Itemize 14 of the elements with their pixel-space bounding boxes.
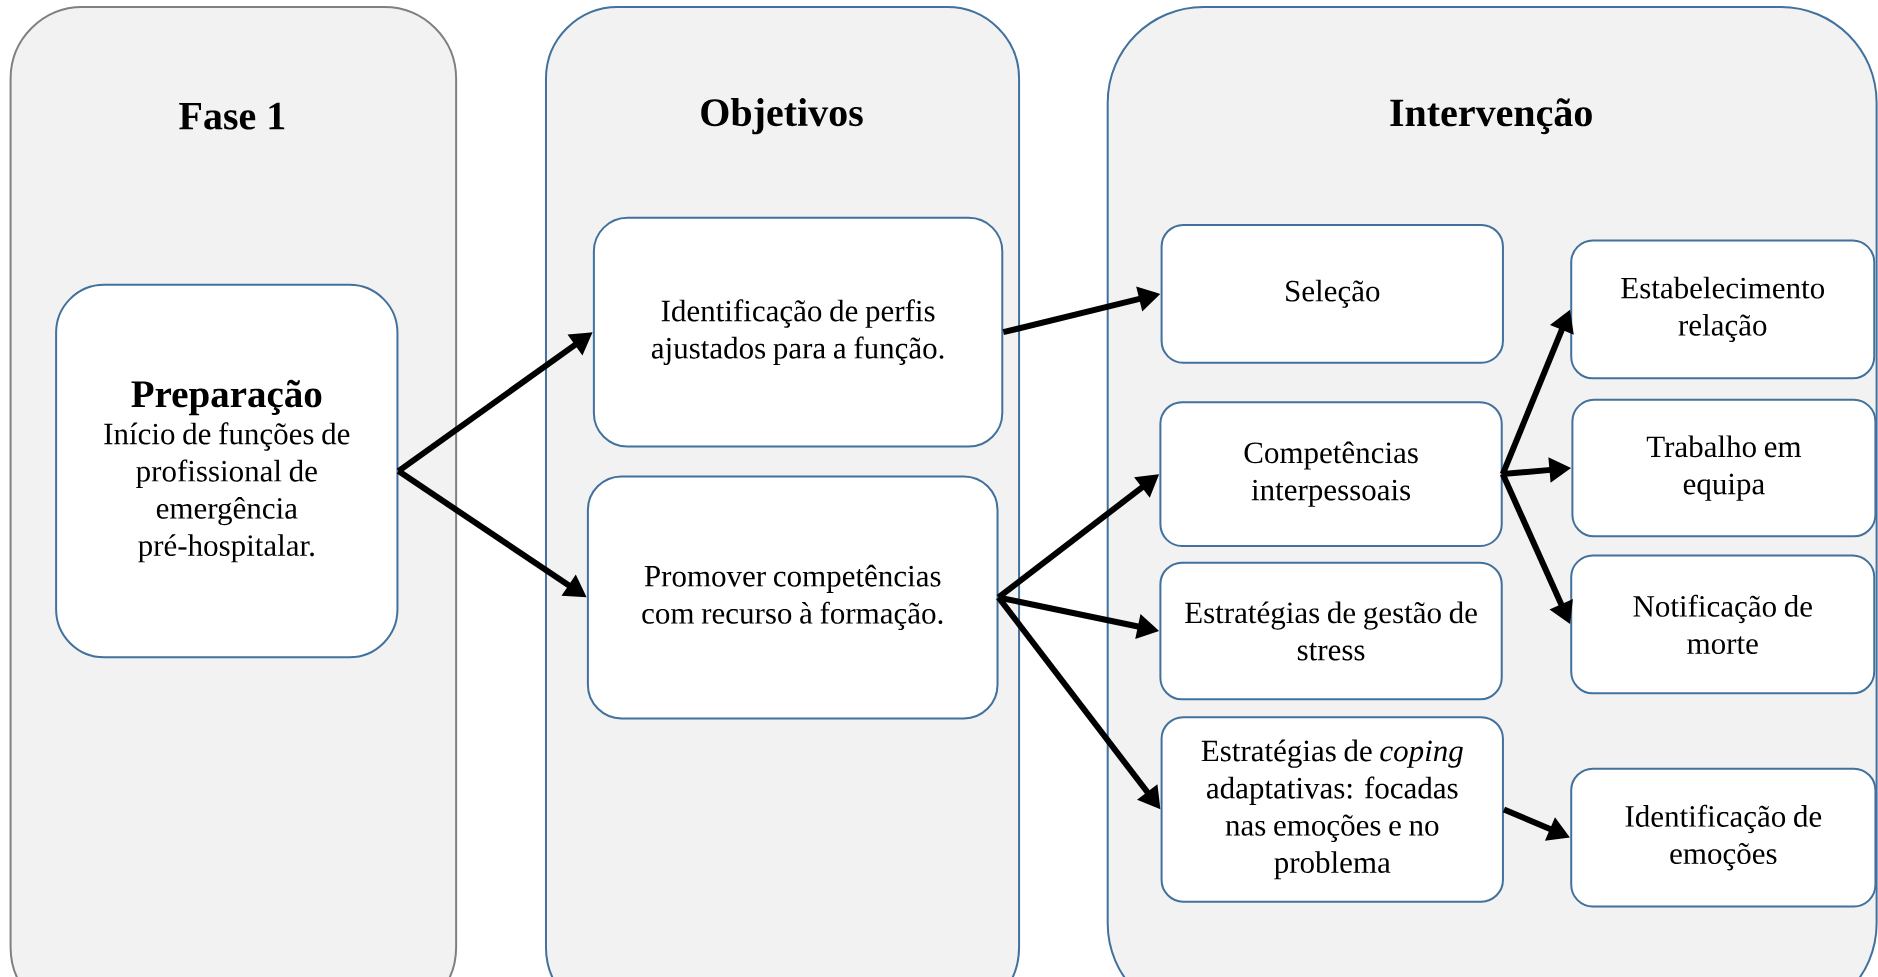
process-box: Trabalho em equipa — [1571, 398, 1877, 538]
panel-heading: Fase 1 — [179, 102, 285, 130]
process-box: Seleção — [1160, 223, 1504, 364]
process-box: Estabelecimento relação — [1570, 239, 1876, 380]
panel-heading: Intervenção — [1390, 98, 1592, 135]
process-box: Preparação Início de funções de profissional de emergência pré-hospitalar. — [55, 283, 399, 659]
process-box: Notificação de morte — [1570, 554, 1876, 695]
process-box: Competências interpessoais — [1159, 401, 1503, 547]
process-box: Identificação de emoções — [1570, 767, 1877, 908]
process-box: Identificação de perfis ajustados para a função. — [592, 216, 1004, 448]
panel-heading: Objetivos — [701, 98, 863, 135]
process-box: Estratégias de gestão de stress — [1159, 561, 1503, 701]
process-box: Estratégias de coping adaptativas: focadas nas emoções e no problema — [1160, 716, 1504, 903]
process-box: Promover competências com recurso à formação. — [586, 475, 999, 720]
